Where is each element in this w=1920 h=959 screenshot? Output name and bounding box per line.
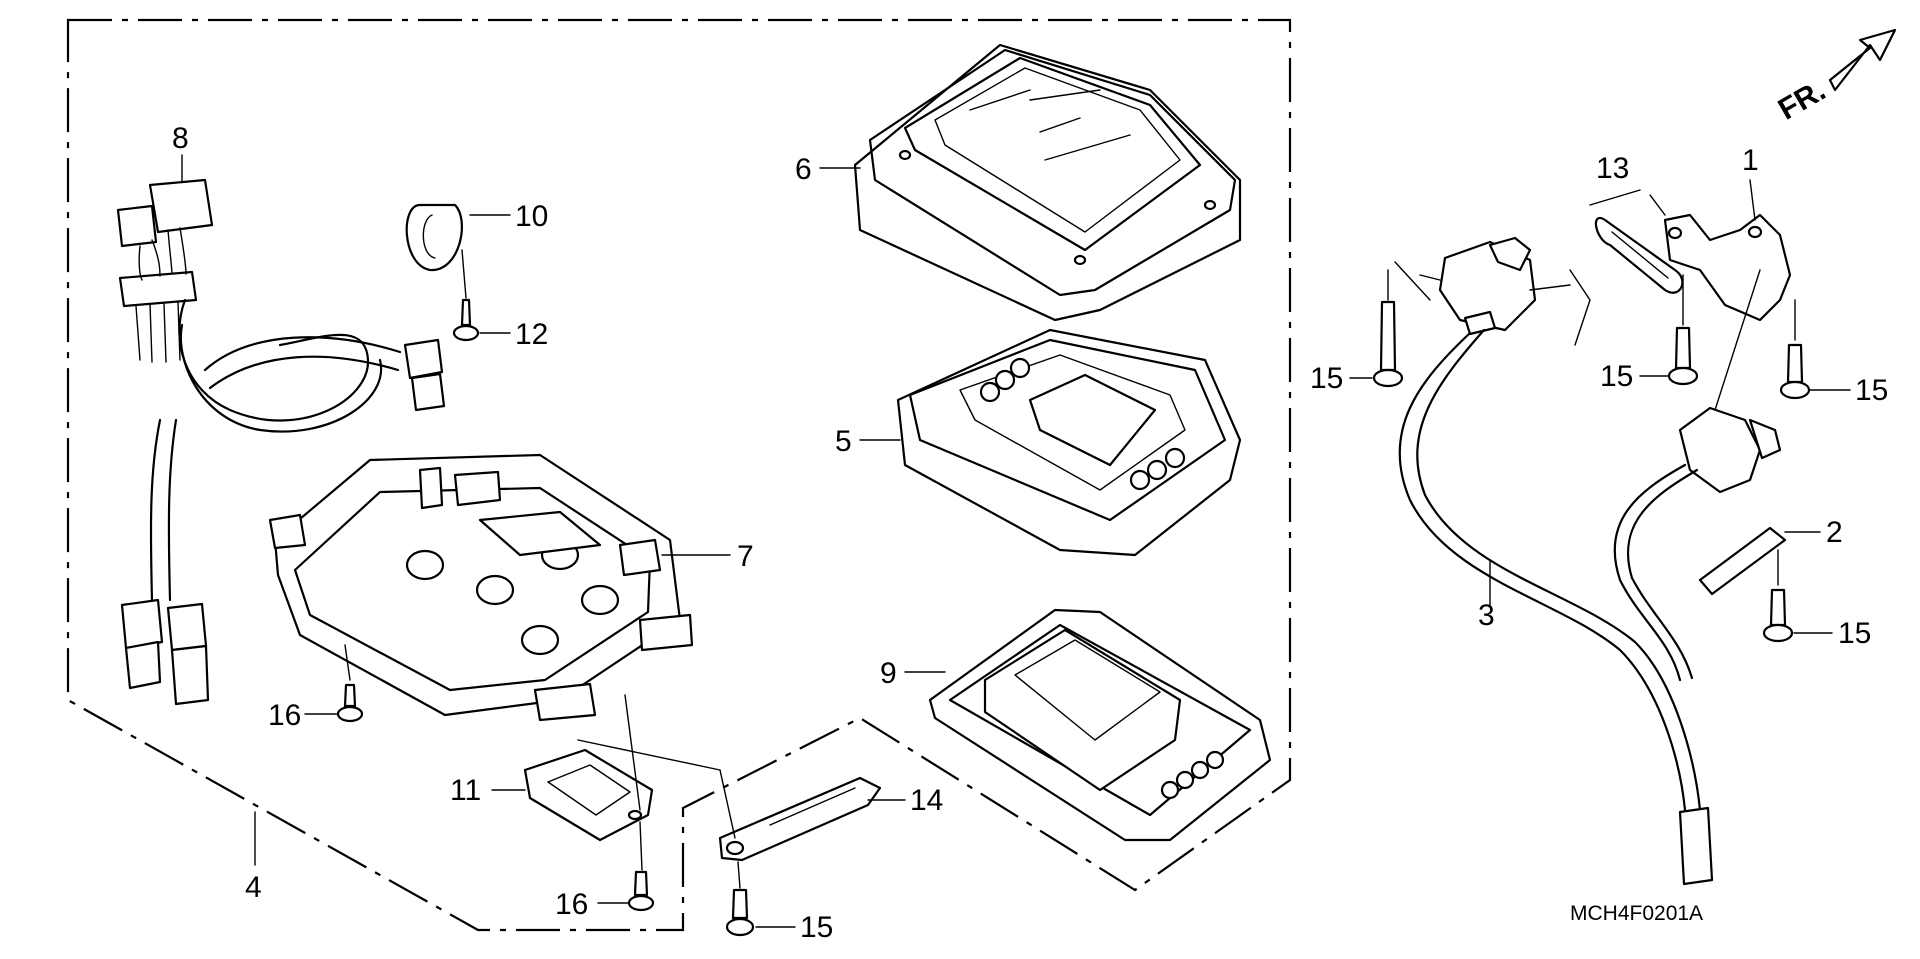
screw-16b — [627, 870, 655, 912]
callout-4: 4 — [245, 871, 262, 904]
axis-16a — [344, 644, 351, 681]
stay-2 — [1698, 526, 1787, 596]
callout-15-b: 15 — [1600, 360, 1633, 393]
callout-2: 2 — [1826, 516, 1843, 549]
sensor-3 — [1398, 236, 1714, 886]
callout-16-a: 16 — [268, 699, 301, 732]
front-direction-label: FR. — [1773, 74, 1831, 127]
callout-1: 1 — [1742, 144, 1759, 177]
callout-15-d: 15 — [1838, 617, 1871, 650]
callout-15-a: 15 — [1310, 362, 1343, 395]
clamp-part — [405, 203, 463, 272]
leader-1 — [1749, 179, 1756, 221]
axis-1-2 — [1714, 269, 1761, 411]
axis-16b-upper — [624, 694, 641, 811]
wire-harness-part — [116, 178, 446, 706]
front-direction-arrow-icon — [1828, 28, 1897, 92]
callout-6: 6 — [795, 153, 812, 186]
assembly-boundary — [66, 18, 1292, 932]
sensor-3-guide — [1394, 261, 1591, 346]
callout-3: 3 — [1478, 599, 1495, 632]
callout-9: 9 — [880, 657, 897, 690]
callout-15-e: 15 — [800, 911, 833, 944]
screw-12 — [452, 298, 480, 342]
bracket-1 — [1663, 213, 1792, 322]
axis-14a — [577, 739, 721, 771]
callout-15-c: 15 — [1855, 374, 1888, 407]
display-panel-part — [896, 328, 1242, 557]
screw-15e — [725, 888, 755, 937]
axis-15e — [737, 861, 741, 889]
sensor-2 — [1613, 406, 1782, 682]
screw-15b — [1667, 274, 1699, 386]
callout-14: 14 — [910, 784, 943, 817]
diagram-code: MCH4F0201A — [1570, 902, 1703, 925]
callout-12: 12 — [515, 318, 548, 351]
meter-case-part — [268, 453, 694, 722]
axis-14b — [719, 769, 736, 839]
callout-10: 10 — [515, 200, 548, 233]
callout-11: 11 — [450, 774, 481, 807]
bracket-13 — [1594, 216, 1684, 294]
callout-16-b: 16 — [555, 888, 588, 921]
screw-16a — [336, 683, 364, 723]
meter-cover-part — [853, 43, 1242, 322]
leader-13 — [1589, 189, 1666, 216]
screw-15c — [1779, 299, 1811, 400]
stay-14 — [718, 776, 882, 862]
screw-15d — [1762, 549, 1794, 643]
bracket-11 — [523, 748, 654, 842]
axis-12 — [461, 249, 467, 299]
axis-16b — [639, 821, 643, 871]
callout-5: 5 — [835, 425, 852, 458]
base-plate-part — [928, 608, 1272, 842]
callout-8: 8 — [172, 122, 189, 155]
screw-15a — [1372, 269, 1404, 388]
callout-13: 13 — [1596, 152, 1629, 185]
callout-7: 7 — [737, 540, 754, 573]
